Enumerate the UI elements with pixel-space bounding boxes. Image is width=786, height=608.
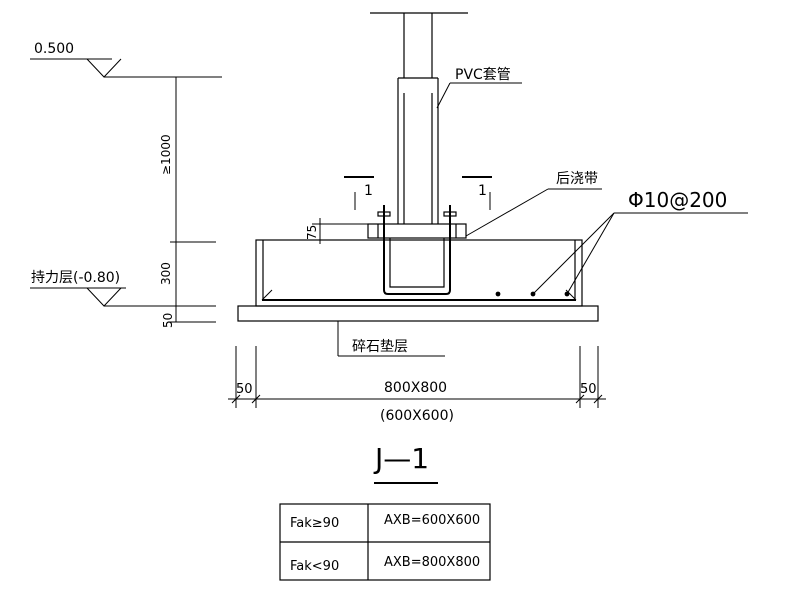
- gravel-cushion-label: 碎石垫层: [352, 339, 408, 355]
- bearing-layer-label: 持力层(-0.80): [31, 270, 120, 286]
- column: [370, 12, 468, 224]
- horizontal-dimensions: 50 800X800 (600X600) 50: [228, 346, 606, 424]
- plate-offset-dimension: 75: [305, 218, 368, 244]
- size-table: Fak≥90 AXB=600X600 Fak<90 AXB=800X800: [279, 503, 491, 581]
- table-cell-size: AXB=600X600: [384, 513, 480, 528]
- left-margin-label: 50: [236, 382, 253, 397]
- gravel-cushion: 碎石垫层: [237, 305, 599, 357]
- footing-height-label: 300: [159, 262, 173, 285]
- rebar-label: Φ10@200: [628, 188, 727, 212]
- vertical-dimension-line: ≥1000 300 50: [159, 77, 216, 328]
- elevation-bearing: 持力层(-0.80): [30, 270, 176, 307]
- drawing-title: J—1: [373, 442, 438, 484]
- rebar-callout: Φ10@200: [532, 188, 748, 295]
- alt-width-label: (600X600): [380, 408, 454, 424]
- plate-offset-label: 75: [305, 225, 319, 240]
- width-label: 800X800: [384, 380, 447, 396]
- post-pour-callout: 后浇带: [465, 171, 602, 237]
- section-number-right: 1: [478, 183, 487, 199]
- table-cell-condition: Fak≥90: [290, 516, 339, 531]
- elevation-top-label: 0.500: [34, 41, 74, 57]
- cushion-label: 50: [161, 313, 175, 328]
- section-marker-left: 1: [344, 176, 374, 210]
- post-pour-label: 后浇带: [556, 171, 598, 187]
- u-bar: [383, 238, 451, 295]
- table-cell-condition: Fak<90: [290, 559, 339, 574]
- base-plate: [367, 223, 467, 239]
- elevation-top: 0.500: [30, 41, 222, 78]
- rebar-dot: [495, 291, 501, 297]
- title-label: J—1: [373, 442, 429, 475]
- section-marker-right: 1: [462, 176, 492, 210]
- section-number-left: 1: [364, 183, 373, 199]
- anchor-bolts: [377, 205, 457, 240]
- footing: [255, 239, 583, 307]
- right-margin-label: 50: [580, 382, 597, 397]
- pvc-sleeve-callout: PVC套管: [436, 67, 522, 109]
- table-cell-size: AXB=800X800: [384, 555, 480, 570]
- embed-depth-label: ≥1000: [159, 134, 173, 175]
- pvc-sleeve-label: PVC套管: [455, 67, 511, 83]
